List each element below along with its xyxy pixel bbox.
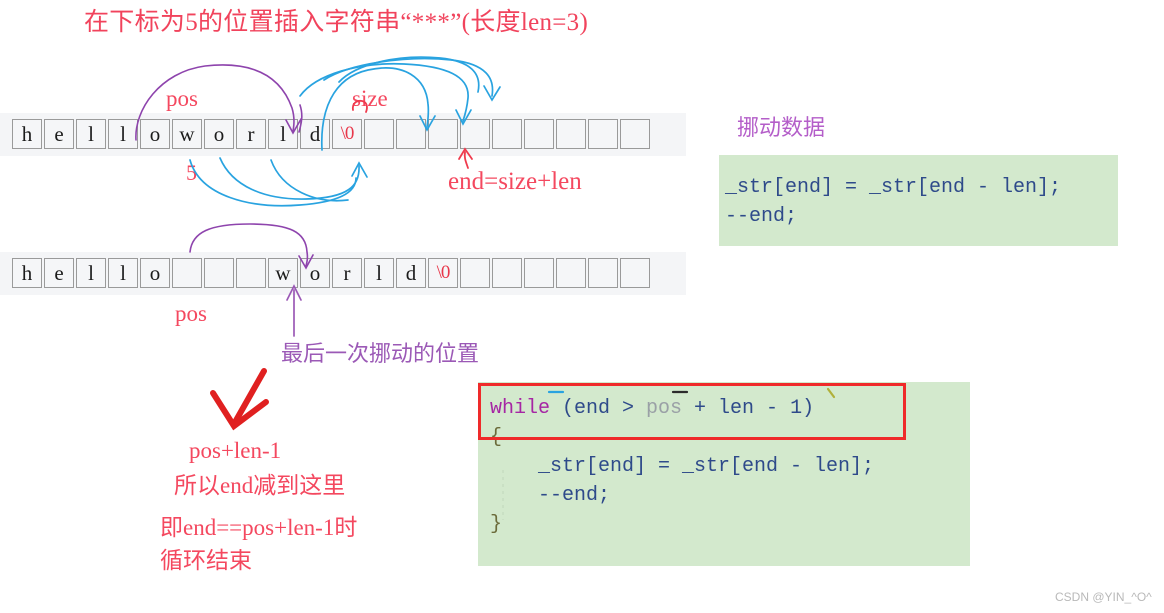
code-cond-pre: (end > xyxy=(550,397,647,420)
code-cond-var-pos: pos xyxy=(646,397,683,420)
char-array-top-cell: r xyxy=(236,119,266,149)
char-array-bottom-cell: l xyxy=(76,258,106,288)
char-array-bottom-cell: e xyxy=(44,258,74,288)
char-array-top-cell: d xyxy=(300,119,330,149)
char-array-top-cell xyxy=(428,119,458,149)
char-array-bottom-cell xyxy=(236,258,266,288)
char-array-top-cell xyxy=(396,119,426,149)
char-array-top-cell xyxy=(460,119,490,149)
char-array-top-cell: h xyxy=(12,119,42,149)
char-array-bottom-cell: d xyxy=(396,258,426,288)
char-array-bottom-cell xyxy=(492,258,522,288)
char-array-top-cell: l xyxy=(268,119,298,149)
char-array-top-cell: \0 xyxy=(332,119,362,149)
note-end-equals: 即end==pos+len-1时 xyxy=(160,515,358,540)
char-array-top-cell: o xyxy=(204,119,234,149)
char-array-bottom-cell: h xyxy=(12,258,42,288)
code-close-brace: } xyxy=(490,513,503,536)
char-array-bottom-cell: o xyxy=(140,258,170,288)
code-body-line1: _str[end] = _str[end - len]; xyxy=(490,455,875,478)
code-move-line2: --end; xyxy=(725,205,798,228)
code-move-line1: _str[end] = _str[end - len]; xyxy=(725,176,1062,199)
char-array-bottom-cell: o xyxy=(300,258,330,288)
char-array-bottom-cell: l xyxy=(364,258,394,288)
char-array-top-cell xyxy=(556,119,586,149)
char-array-top-cell xyxy=(620,119,650,149)
label-index-five: 5 xyxy=(186,160,197,185)
char-array-bottom-cell xyxy=(460,258,490,288)
char-array-top-cell xyxy=(492,119,522,149)
label-pos-top: pos xyxy=(166,86,198,111)
code-cond-post: + len - 1) xyxy=(682,397,815,420)
char-array-bottom-cell: w xyxy=(268,258,298,288)
char-array-top-cell: w xyxy=(172,119,202,149)
code-body-line2: --end; xyxy=(490,484,611,507)
char-array-top-cell: o xyxy=(140,119,170,149)
code-block-move-data: _str[end] = _str[end - len]; --end; xyxy=(719,155,1118,246)
label-end-formula: end=size+len xyxy=(448,168,582,195)
char-array-bottom-cell xyxy=(524,258,554,288)
red-down-arrow xyxy=(210,368,269,431)
label-last-move-position: 最后一次挪动的位置 xyxy=(281,341,480,366)
code-keyword-while: while xyxy=(490,397,551,420)
char-array-top-cell xyxy=(524,119,554,149)
note-pos-len-minus-1: pos+len-1 xyxy=(189,438,282,463)
label-move-data: 挪动数据 xyxy=(737,115,826,140)
char-array-bottom-cell xyxy=(620,258,650,288)
page-title: 在下标为5的位置插入字符串“***”(长度len=3) xyxy=(84,9,589,36)
label-size-top: size xyxy=(352,86,388,111)
char-array-bottom-cell: \0 xyxy=(428,258,458,288)
highlight-box-while-condition xyxy=(478,383,906,440)
watermark: CSDN @YIN_^O^ xyxy=(1055,590,1152,604)
char-array-bottom-cell xyxy=(172,258,202,288)
note-loop-end: 循环结束 xyxy=(160,548,252,573)
char-array-top-cell xyxy=(364,119,394,149)
char-array-bottom-cell: r xyxy=(332,258,362,288)
note-end-decrement: 所以end减到这里 xyxy=(174,473,346,498)
label-pos-bottom: pos xyxy=(175,301,207,326)
char-array-bottom-cell xyxy=(588,258,618,288)
char-array-bottom-cell xyxy=(556,258,586,288)
code-block-while-loop: while (end > pos + len - 1) { _str[end] … xyxy=(478,382,970,566)
char-array-top-cell: l xyxy=(108,119,138,149)
char-array-top-cell: e xyxy=(44,119,74,149)
char-array-top-cell xyxy=(588,119,618,149)
char-array-bottom-cell: l xyxy=(108,258,138,288)
char-array-bottom-cell xyxy=(204,258,234,288)
char-array-top-cell: l xyxy=(76,119,106,149)
